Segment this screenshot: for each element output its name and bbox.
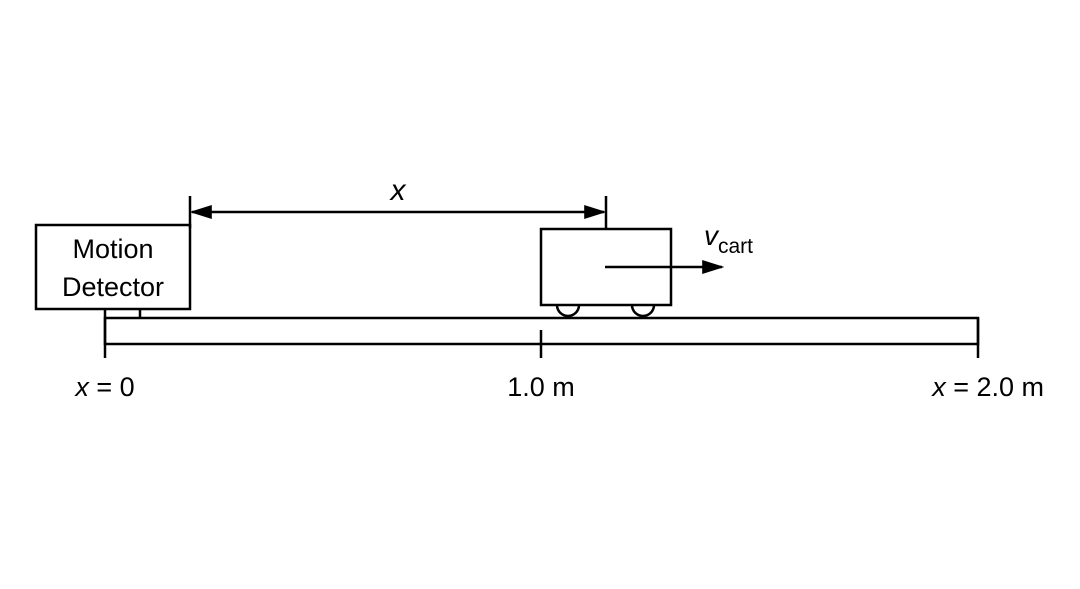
position-label-mid: 1.0 m [507,372,575,402]
cart-wheel-right [630,304,656,318]
cart-wheel-left [555,304,581,318]
velocity-symbol: v [704,220,720,251]
detector-label-line2: Detector [62,272,164,302]
position-label-start: x = 0 [73,372,134,402]
distance-label: x [389,174,407,207]
position-label-end: x = 2.0 m [930,372,1044,402]
cart [539,227,673,318]
detector-label-line1: Motion [72,234,153,264]
velocity-subscript: cart [718,235,753,258]
motion-detector: Motion Detector [34,223,192,311]
detector-mount [103,309,142,318]
distance-dimension: x [188,174,608,228]
velocity-label: vcart [704,220,753,258]
